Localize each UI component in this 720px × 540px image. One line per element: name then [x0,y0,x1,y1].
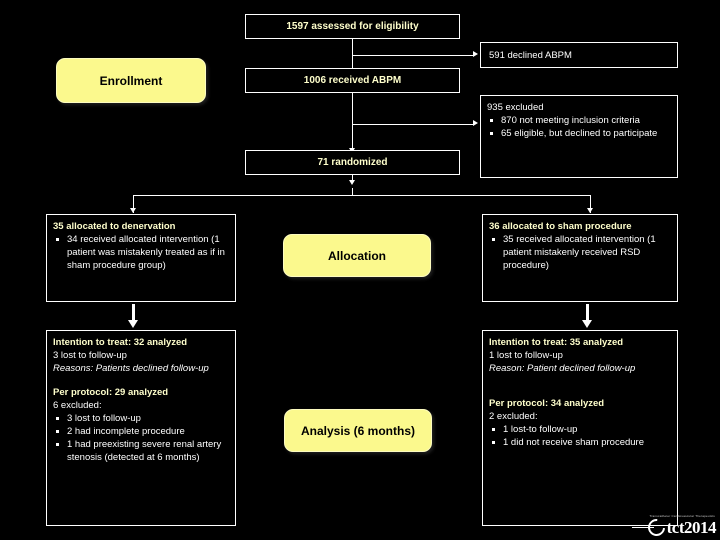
list-item: 35 received allocated intervention (1 pa… [489,233,670,272]
logo-rule-vertical [677,507,678,521]
list-item: 65 eligible, but declined to participate [487,127,670,140]
stage-pill-analysis-label: Analysis (6 months) [300,423,416,438]
logo-tagline: Transcatheter Cardiovascular Therapeutic… [649,514,715,518]
node-analysis-sham-pp-heading: Per protocol: 34 analyzed [489,398,605,409]
connector-split-left-drop [133,195,134,213]
node-analysis-denervation-itt-heading: Intention to treat: 32 analyzed [53,337,188,348]
spacer [53,375,228,386]
node-analysis-sham-itt-lost: 1 lost to follow-up [489,350,563,361]
node-received-abpm: 1006 received ABPM [245,68,460,93]
connector-arrow-right-analysis [582,320,592,328]
connector-arrow-right-allocation [587,208,593,213]
node-declined-abpm: 591 declined ABPM [480,42,678,68]
connector-arrow-left-allocation [130,208,136,213]
connector-arrow-excluded [473,120,478,126]
tct-logo: tct2014 Transcatheter Cardiovascular The… [632,507,717,540]
list-item: 1 had preexisting severe renal artery st… [53,438,228,464]
connector-arrow-declined-abpm [473,51,478,57]
node-analysis-sham-itt-heading: Intention to treat: 35 analyzed [489,337,624,348]
node-analysis-denervation-itt-reason: Reasons: Patients declined follow-up [53,363,209,374]
list-item: 1 lost-to follow-up [489,423,670,436]
connector-left-to-analysis [132,304,135,324]
node-randomized-label: 71 randomized [317,157,388,168]
node-excluded-bullets: 870 not meeting inclusion criteria 65 el… [487,114,670,140]
node-allocated-denervation-bullets: 34 received allocated intervention (1 pa… [53,233,228,272]
node-analysis-sham-pp-excluded-label: 2 excluded: [489,411,538,422]
node-analysis-denervation-pp-heading: Per protocol: 29 analyzed [53,387,169,398]
logo-wordmark: tct2014 [666,518,717,537]
node-excluded: 935 excluded 870 not meeting inclusion c… [480,95,678,178]
spacer [489,375,670,386]
node-analysis-sham-itt-reason: Reason: Patient declined follow-up [489,363,636,374]
stage-pill-analysis: Analysis (6 months) [284,409,432,452]
connector-split-right-drop [590,195,591,213]
list-item: 2 had incomplete procedure [53,425,228,438]
connector-to-excluded [352,124,474,125]
list-item: 3 lost to follow-up [53,412,228,425]
connector-arrow-split-stem [349,180,355,185]
connector-trunk-main [352,39,353,151]
node-randomized: 71 randomized [245,150,460,175]
stage-pill-allocation: Allocation [283,234,431,277]
list-item: 870 not meeting inclusion criteria [487,114,670,127]
connector-split-horizontal [133,195,590,196]
node-analysis-sham-pp-bullets: 1 lost-to follow-up 1 did not receive sh… [489,423,670,449]
connector-right-to-analysis [586,304,589,324]
node-analysis-denervation: Intention to treat: 32 analyzed 3 lost t… [46,330,236,526]
node-received-abpm-label: 1006 received ABPM [303,75,402,86]
node-assessed-label: 1597 assessed for eligibility [286,21,419,32]
node-analysis-sham: Intention to treat: 35 analyzed 1 lost t… [482,330,678,526]
connector-split-down [352,188,353,195]
swirl-icon [644,515,669,540]
list-item: 1 did not receive sham procedure [489,436,670,449]
node-assessed-for-eligibility: 1597 assessed for eligibility [245,14,460,39]
list-item: 34 received allocated intervention (1 pa… [53,233,228,272]
node-analysis-denervation-pp-excluded-label: 6 excluded: [53,400,102,411]
node-analysis-denervation-pp-bullets: 3 lost to follow-up 2 had incomplete pro… [53,412,228,464]
node-allocated-sham-bullets: 35 received allocated intervention (1 pa… [489,233,670,272]
spacer [489,386,670,397]
node-excluded-heading: 935 excluded [487,102,544,113]
stage-pill-allocation-label: Allocation [327,248,386,263]
node-allocated-denervation: 35 allocated to denervation 34 received … [46,214,236,302]
connector-randomized-stem [352,175,353,183]
connector-arrow-left-analysis [128,320,138,328]
node-analysis-denervation-itt-lost: 3 lost to follow-up [53,350,127,361]
node-allocated-sham: 36 allocated to sham procedure 35 receiv… [482,214,678,302]
logo-rule-horizontal [632,527,654,528]
node-allocated-denervation-heading: 35 allocated to denervation [53,221,176,232]
node-declined-abpm-label: 591 declined ABPM [489,49,572,61]
connector-to-declined-abpm [352,55,474,56]
node-allocated-sham-heading: 36 allocated to sham procedure [489,221,632,232]
stage-pill-enrollment: Enrollment [56,58,206,103]
stage-pill-enrollment-label: Enrollment [99,73,163,88]
